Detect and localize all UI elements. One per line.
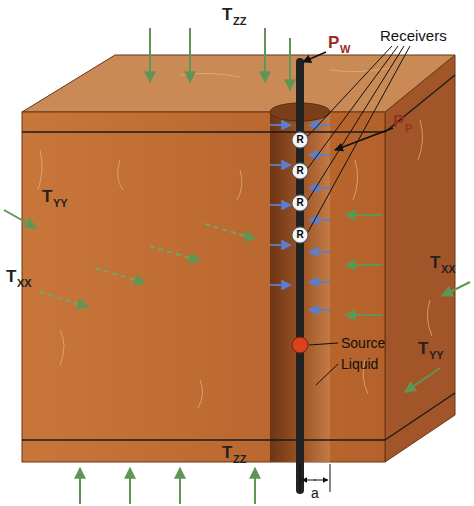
dimension-arrow bbox=[302, 480, 316, 481]
stress-arrow bbox=[254, 468, 256, 504]
layer-line bbox=[385, 393, 455, 440]
stress-symbol: T bbox=[222, 444, 232, 461]
receiver-letter: R bbox=[291, 226, 309, 244]
stress-arrow bbox=[205, 224, 255, 239]
pressure-symbol: P bbox=[393, 113, 404, 130]
rock-texture bbox=[38, 68, 432, 408]
receiver-circle bbox=[292, 163, 308, 179]
pressure-arrow bbox=[309, 251, 330, 253]
stress-arrow bbox=[79, 468, 81, 504]
pressure-arrow bbox=[309, 309, 330, 311]
stress-subscript: ZZ bbox=[233, 16, 246, 27]
stress-arrow bbox=[189, 28, 191, 82]
source-label: Source bbox=[341, 336, 385, 350]
layer-line bbox=[385, 75, 455, 132]
leader-line bbox=[308, 46, 404, 200]
receiver-letter: R bbox=[291, 194, 309, 212]
leader-line bbox=[309, 343, 338, 345]
stress-arrow bbox=[405, 368, 440, 392]
pressure-arrows bbox=[270, 125, 330, 310]
pressure-arrow bbox=[270, 284, 291, 286]
receiver-circle bbox=[292, 195, 308, 211]
liquid-label: Liquid bbox=[341, 357, 378, 371]
pressure-subscript: P bbox=[405, 123, 412, 134]
stress-arrow bbox=[149, 28, 151, 82]
crack bbox=[427, 300, 432, 336]
receiver-letter: R bbox=[291, 131, 309, 149]
stress-arrow bbox=[129, 468, 131, 504]
stress-symbol: T bbox=[6, 268, 16, 285]
pressure-arrow bbox=[309, 187, 330, 189]
receiver-circle bbox=[292, 227, 308, 243]
crack bbox=[60, 330, 64, 365]
receiver-node: R bbox=[291, 194, 309, 212]
pressure-pointer bbox=[335, 128, 393, 150]
pressure-arrow bbox=[270, 164, 291, 166]
layer-lines bbox=[22, 75, 455, 440]
stress-symbol: T bbox=[430, 254, 440, 271]
receiver-node: R bbox=[291, 226, 309, 244]
extension-line bbox=[330, 464, 331, 492]
pressure-subscript: W bbox=[340, 44, 350, 55]
stress-arrow bbox=[95, 268, 145, 283]
stress-arrow bbox=[40, 292, 88, 307]
leader-line bbox=[316, 364, 338, 385]
stress-arrows bbox=[4, 28, 470, 504]
leader-lines bbox=[303, 46, 410, 385]
stress-arrow bbox=[179, 468, 181, 504]
pressure-arrow bbox=[270, 204, 291, 206]
pressure-arrow bbox=[270, 244, 291, 246]
receiver-node: R bbox=[291, 131, 309, 149]
pressure-arrow bbox=[309, 154, 330, 156]
stress-arrow bbox=[289, 38, 291, 90]
tool-rod bbox=[296, 58, 304, 494]
stress-subscript: XX bbox=[441, 264, 456, 275]
stress-arrow bbox=[264, 28, 266, 82]
source-marker bbox=[292, 337, 308, 353]
stress-arrow bbox=[345, 214, 382, 216]
right-face bbox=[385, 55, 455, 462]
crack bbox=[198, 380, 203, 408]
stress-subscript: YY bbox=[53, 198, 68, 209]
leader-line bbox=[308, 46, 392, 136]
receivers-label: Receivers bbox=[380, 28, 447, 43]
pressure-arrow bbox=[270, 124, 291, 126]
pressure-arrow bbox=[309, 219, 330, 221]
receiver-letter: R bbox=[291, 162, 309, 180]
stress-subscript: YY bbox=[429, 350, 444, 361]
stress-arrow bbox=[442, 282, 470, 296]
crack bbox=[353, 160, 358, 200]
stress-arrow bbox=[345, 314, 382, 316]
leader-line bbox=[308, 46, 410, 232]
crack bbox=[38, 150, 42, 190]
extension-line bbox=[300, 464, 301, 492]
stress-symbol: T bbox=[418, 340, 428, 357]
layer-line bbox=[22, 131, 385, 132]
crack bbox=[237, 170, 242, 200]
crack bbox=[418, 120, 423, 160]
dashed-stress-arrows bbox=[40, 224, 255, 307]
top-face bbox=[22, 55, 455, 112]
stress-arrow bbox=[4, 210, 36, 228]
stress-symbol: T bbox=[222, 6, 232, 23]
pressure-symbol: P bbox=[328, 34, 339, 51]
stress-arrow bbox=[345, 264, 382, 266]
stress-subscript: XX bbox=[17, 278, 32, 289]
pressure-pointer bbox=[303, 52, 326, 62]
stress-arrow bbox=[150, 246, 200, 261]
receiver-node: R bbox=[291, 162, 309, 180]
stress-symbol: T bbox=[42, 188, 52, 205]
layer-line bbox=[22, 439, 385, 440]
crack bbox=[118, 160, 123, 190]
dimension-arrow bbox=[314, 480, 328, 481]
stress-subscript: ZZ bbox=[233, 454, 246, 465]
dimension-label: a bbox=[311, 486, 319, 500]
receiver-circle bbox=[292, 132, 308, 148]
pressure-arrow bbox=[309, 281, 330, 283]
